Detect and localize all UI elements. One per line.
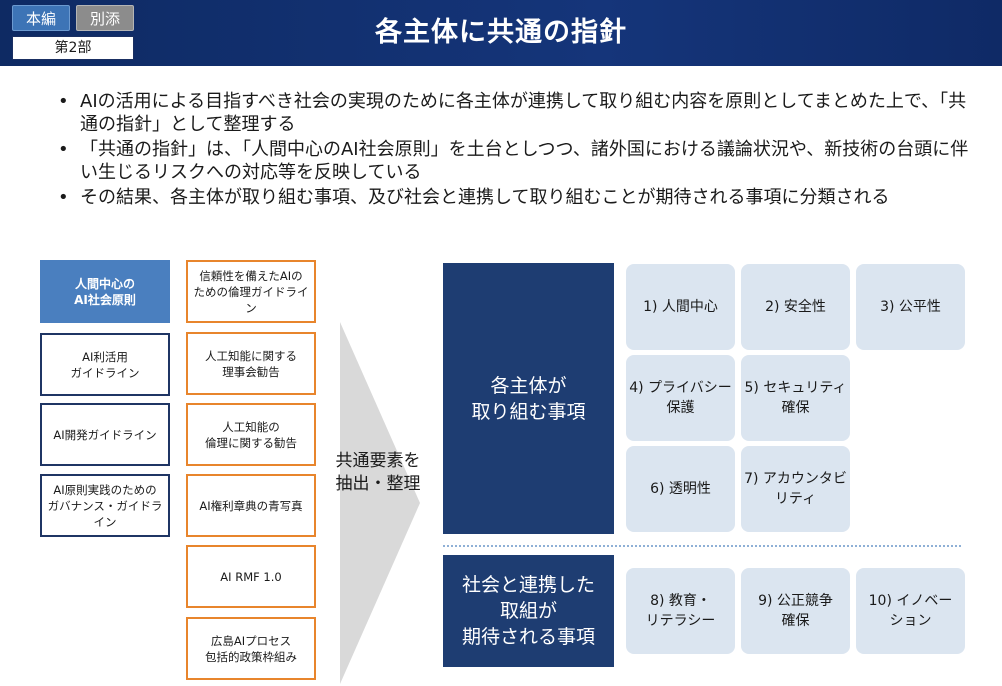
bullet-item: その結果、各主体が取り組む事項、及び社会と連携して取り組むことが期待される事項に… (58, 186, 978, 209)
tab-bessou[interactable]: 別添 (76, 5, 134, 31)
principle-cell: 6) 透明性 (626, 446, 735, 532)
principle-cell: 4) プライバシー 保護 (626, 355, 735, 441)
tab-honpen[interactable]: 本編 (12, 5, 70, 31)
heading-entity-actions: 各主体が 取り組む事項 (443, 263, 614, 534)
section-divider (443, 545, 961, 547)
guideline-box: AI利活用 ガイドライン (40, 333, 170, 396)
principle-cell: 7) アカウンタビ リティ (741, 446, 850, 532)
reference-box: 広島AIプロセス 包括的政策枠組み (186, 617, 316, 680)
bullet-list: AIの活用による目指すべき社会の実現のために各主体が連携して取り組む内容を原則と… (58, 90, 978, 211)
guideline-box: AI原則実践のための ガバナンス・ガイドライン (40, 474, 170, 537)
bullet-item: 「共通の指針」は、「人間中心のAI社会原則」を土台としつつ、諸外国における議論状… (58, 138, 978, 184)
heading-society-collaboration: 社会と連携した 取組が 期待される事項 (443, 555, 614, 667)
reference-box: 人工知能の 倫理に関する勧告 (186, 403, 316, 466)
chevron-arrow-icon (340, 322, 420, 684)
principle-cell: 8) 教育・ リテラシー (626, 568, 735, 654)
principle-cell: 2) 安全性 (741, 264, 850, 350)
principle-box-main: 人間中心の AI社会原則 (40, 260, 170, 323)
principle-cell: 5) セキュリティ 確保 (741, 355, 850, 441)
part-label: 第2部 (12, 36, 134, 60)
reference-box: 信頼性を備えたAIの ための倫理ガイドライン (186, 260, 316, 323)
principle-cell: 3) 公平性 (856, 264, 965, 350)
principle-cell: 1) 人間中心 (626, 264, 735, 350)
bullet-item: AIの活用による目指すべき社会の実現のために各主体が連携して取り組む内容を原則と… (58, 90, 978, 136)
principle-cell: 9) 公正競争 確保 (741, 568, 850, 654)
page-title: 各主体に共通の指針 (375, 17, 627, 48)
principle-cell: 10) イノベー ション (856, 568, 965, 654)
header-bar (0, 0, 1002, 66)
guideline-box: AI開発ガイドライン (40, 403, 170, 466)
arrow-label: 共通要素を 抽出・整理 (335, 451, 421, 494)
reference-box: AI RMF 1.0 (186, 545, 316, 608)
reference-box: AI権利章典の青写真 (186, 474, 316, 537)
reference-box: 人工知能に関する 理事会勧告 (186, 332, 316, 395)
